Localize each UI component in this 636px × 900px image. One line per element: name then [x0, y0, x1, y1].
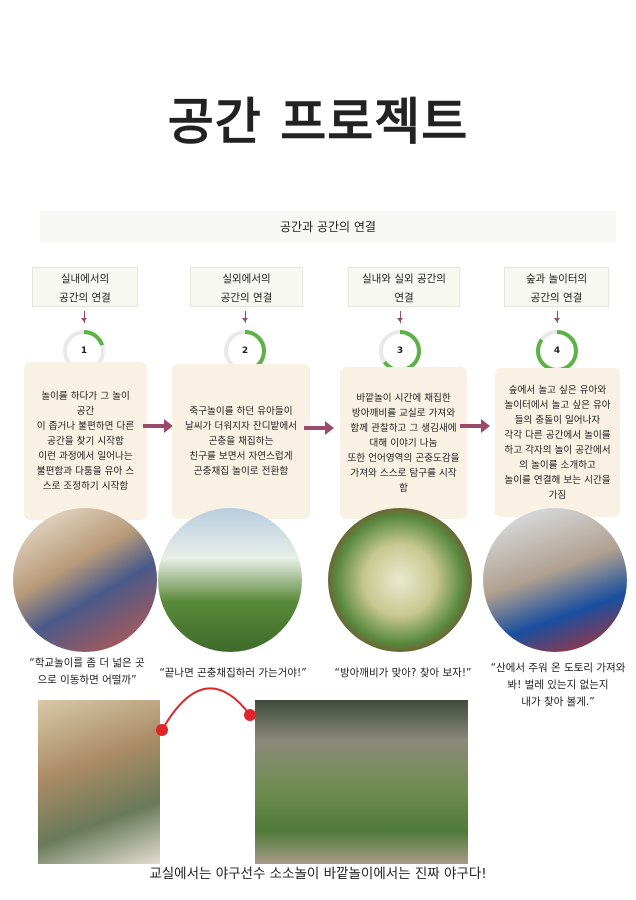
ring-progress-arc — [224, 330, 266, 372]
step-quote: “산에서 주워 온 도토리 가져와 봐! 벌레 있는지 없는지 내가 찾아 볼게… — [490, 662, 626, 708]
step-number: 2 — [241, 346, 249, 356]
step-progress-ring: 1 — [62, 329, 106, 373]
connector-dot-left — [156, 724, 168, 736]
ring-progress-arc — [63, 330, 105, 372]
step-photo — [483, 508, 627, 652]
step-quote: “학교놀이를 좀 더 넓은 곳 으로 이동하면 어떨까” — [29, 657, 145, 686]
connector-line — [156, 687, 256, 736]
bottom-caption: 교실에서는 야구선수 소소놀이 바깥놀이에서는 진짜 야구다! — [149, 866, 487, 882]
step-label: 실내에서의 공간의 연결 — [32, 267, 138, 307]
step-photo — [158, 508, 302, 652]
step-card: 바깥놀이 시간에 채집한 방아깨비를 교실로 가져와 함께 관찰하고 그 생김새… — [340, 367, 467, 519]
step-number: 4 — [553, 346, 561, 356]
step-card: 축구놀이를 하던 유아들이 날씨가 더워지자 잔디밭에서 곤충을 채집하는 친구… — [172, 364, 310, 519]
step-photo — [13, 508, 157, 652]
right-arrow-icon — [143, 419, 173, 433]
right-arrow-icon — [304, 421, 334, 435]
section-banner: 공간과 공간의 연결 — [40, 211, 616, 243]
step-card: 숲에서 놀고 싶은 유아와 놀이터에서 놀고 싶은 유아 들의 충돌이 일어나자… — [495, 368, 620, 517]
bottom-photo-classroom — [38, 700, 160, 864]
step-progress-ring: 4 — [535, 329, 579, 373]
down-arrow-icon — [397, 311, 403, 323]
step-quote: “방아깨비가 맞아? 찾아 보자!” — [334, 667, 472, 679]
down-arrow-icon — [554, 311, 560, 323]
down-arrow-icon — [242, 311, 248, 323]
step-number: 3 — [396, 346, 404, 356]
step-label: 실외에서의 공간의 연결 — [190, 267, 303, 307]
connector-dot-right — [244, 709, 256, 721]
page-title: 공간 프로젝트 — [167, 93, 469, 151]
down-arrow-icon — [81, 311, 87, 323]
step-label: 실내와 실외 공간의 연결 — [348, 267, 460, 307]
right-arrow-icon — [460, 419, 490, 433]
step-photo — [328, 508, 472, 652]
step-number: 1 — [80, 346, 88, 356]
step-label: 숲과 놀이터의 공간의 연결 — [504, 267, 609, 307]
step-card: 놀이를 하다가 그 놀이 공간 이 좁거나 불편하면 다른 공간을 찾기 시작함… — [24, 362, 147, 520]
bottom-photo-outdoor — [255, 700, 468, 864]
step-quote: “끝나면 곤충채집하러 가는거야!” — [159, 667, 307, 679]
